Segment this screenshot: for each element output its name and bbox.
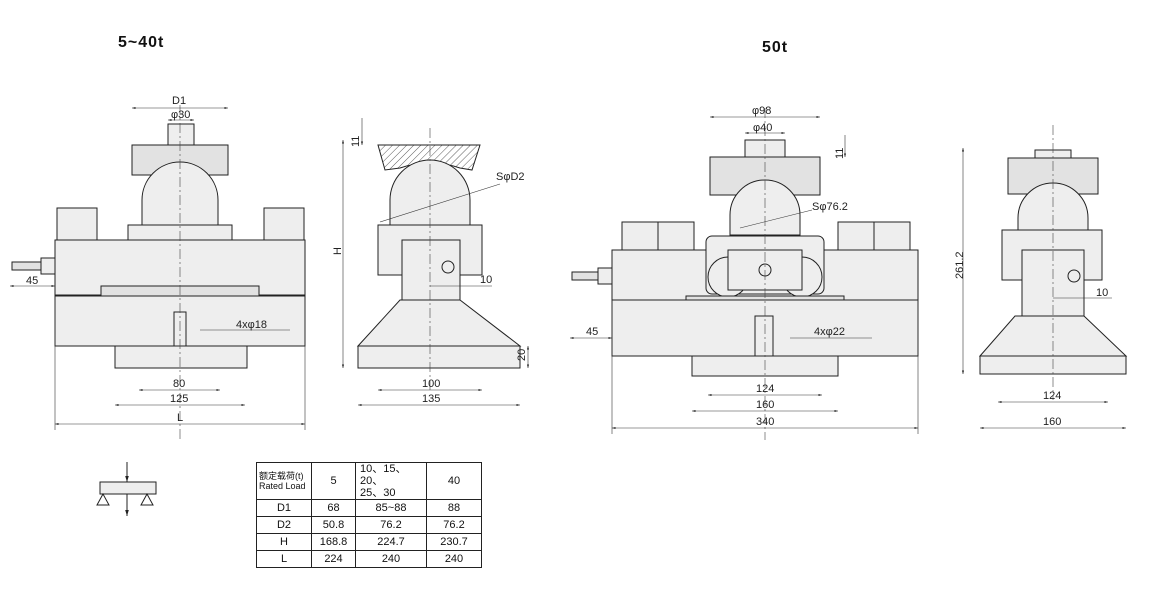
dim-phi98: φ98 [752,105,771,117]
title-5-40t: 5~40t [118,34,164,51]
dim-holes-4x22: 4xφ22 [814,326,845,338]
dim-160-50t-side: 160 [1043,416,1061,428]
cell-value: 68 [311,499,356,517]
support-right [140,492,154,506]
dim-h: H [332,247,344,255]
cell-value: 240 [355,550,427,568]
cell-value: 168.8 [311,533,356,551]
dim-10-50t-side: 10 [1096,287,1108,299]
side-bolt [441,260,455,274]
side-base-taper [356,299,522,347]
dim-45-left: 45 [26,275,38,287]
title-50t: 50t [762,39,788,56]
dim-phi30: φ30 [171,109,190,121]
row-label: L [256,550,312,568]
table-header-row: 额定载荷(t) Rated Load 5 10、15、20、 25、30 40 [256,462,482,500]
cell-value: 224.7 [355,533,427,551]
dim-d1: D1 [172,95,186,107]
cell-value: 88 [426,499,482,517]
cap-boss [167,123,195,146]
dim-11-50t: 11 [834,148,846,159]
header-col-10-30-line1: 10、15、20、 [360,463,407,487]
cell-value: 230.7 [426,533,482,551]
row-label: D1 [256,499,312,517]
cell-value: 85~88 [355,499,427,517]
dim-phi40: φ40 [753,122,772,134]
side-base-plate [357,345,521,369]
row-label: H [256,533,312,551]
support-left [96,492,110,506]
base-foot [114,345,248,369]
50t-cable-connector [597,267,613,285]
cell-value: 240 [426,550,482,568]
dim-10-side: 10 [480,274,492,286]
50t-stud-4 [873,221,911,251]
dim-340: 340 [756,416,774,428]
50t-stud-3 [837,221,875,251]
50t-stud-1 [621,221,659,251]
50t-side-bolt [1067,269,1081,283]
dim-160-50t: 160 [756,399,774,411]
cell-value: 76.2 [355,516,427,534]
dim-20: 20 [516,349,528,361]
dim-sphere-d2: SφD2 [496,171,525,183]
50t-stud-2 [657,221,695,251]
dim-80: 80 [173,378,185,390]
dim-125: 125 [170,393,188,405]
header-col-40: 40 [426,462,482,500]
table-row: D2 50.8 76.2 76.2 [256,516,482,534]
load-ball [141,161,219,226]
header-col-10-30-line2: 25、30 [360,487,396,499]
header-label-en: Rated Load [259,481,306,491]
front-view-50t: φ98 φ40 11 Sφ76.2 45 4xφ22 124 160 340 [570,105,919,440]
rated-load-table: 额定载荷(t) Rated Load 5 10、15、20、 25、30 40 … [256,462,482,568]
header-label-cn: 额定载荷(t) [259,471,304,481]
front-view-5-40t: D1 φ30 45 4xφ18 80 125 L [10,95,306,440]
header-col-5: 5 [311,462,356,500]
cell-value: 50.8 [311,516,356,534]
header-rated-load: 额定载荷(t) Rated Load [256,462,312,500]
row-label: D2 [256,516,312,534]
cell-value: 76.2 [426,516,482,534]
beam-symbol [99,481,157,495]
table-row: L 224 240 240 [256,550,482,568]
dim-11-side: 11 [350,136,362,147]
load-direction-symbol [96,462,157,516]
side-view-5-40t: 11 SφD2 H 10 20 100 135 [332,118,530,407]
side-view-50t: 261.2 10 124 160 [954,125,1128,430]
dim-135: 135 [422,393,440,405]
dim-l: L [177,412,183,424]
dim-261-2: 261.2 [954,251,966,279]
cable-connector [40,257,56,275]
dim-holes-4x18: 4xφ18 [236,319,267,331]
header-col-10-30: 10、15、20、 25、30 [355,462,427,500]
50t-center-slot [754,315,774,357]
side-ball [389,159,471,226]
right-stud [263,207,305,241]
dim-sphere-76-2: Sφ76.2 [812,201,848,213]
table-row: H 168.8 224.7 230.7 [256,533,482,551]
cell-value: 224 [311,550,356,568]
dim-124-50t-side: 124 [1043,390,1061,402]
dim-100: 100 [422,378,440,390]
dim-45-50t: 45 [586,326,598,338]
dim-124-50t: 124 [756,383,774,395]
table-row: D1 68 85~88 88 [256,499,482,517]
left-stud [56,207,98,241]
